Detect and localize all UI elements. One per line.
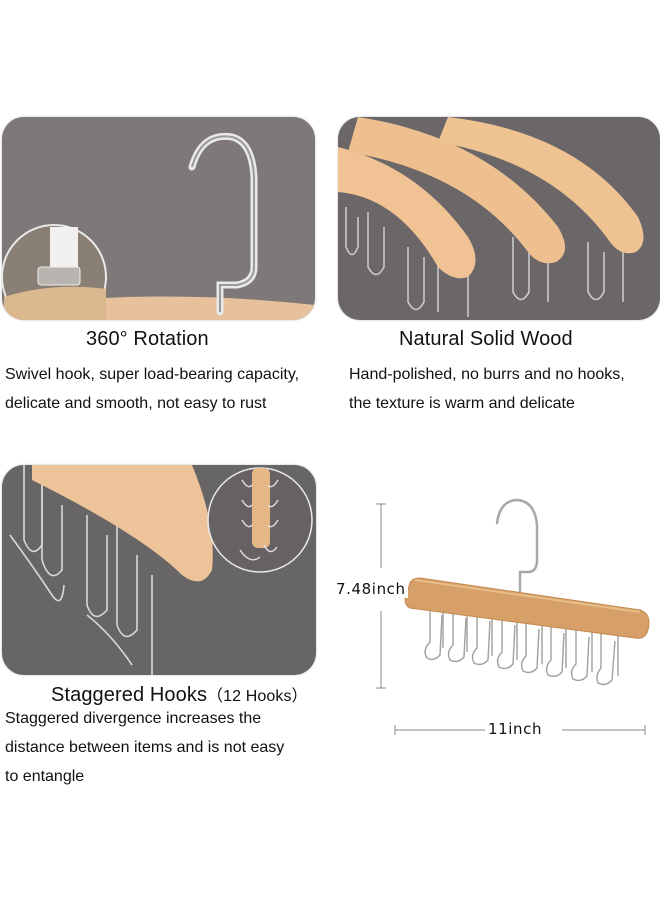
feature-title-wood: Natural Solid Wood <box>399 328 573 350</box>
feature-title-hooks: Staggered Hooks（12 Hooks） <box>51 682 308 707</box>
desc-line: Staggered divergence increases the <box>5 710 262 727</box>
feature-title-rotation: 360° Rotation <box>86 328 209 350</box>
desc-line: the texture is warm and delicate <box>349 395 575 412</box>
hook-count: （12 Hooks） <box>207 688 308 705</box>
product-dimension-drawing <box>376 498 650 735</box>
feature-desc-wood: Hand-polished, no burrs and no hooks, th… <box>349 360 625 418</box>
wood-bars-illustration <box>338 117 644 317</box>
feature-desc-hooks: Staggered divergence increases the dista… <box>5 704 284 791</box>
height-dimension-label: 7.48inch <box>334 580 408 598</box>
feature-image-solid-wood <box>338 117 660 320</box>
desc-line: to entangle <box>5 768 85 785</box>
feature-desc-rotation: Swivel hook, super load-bearing capacity… <box>5 360 299 418</box>
swivel-hook-illustration <box>2 132 315 320</box>
desc-line: delicate and smooth, not easy to rust <box>5 395 267 412</box>
desc-line: Swivel hook, super load-bearing capacity… <box>5 366 300 383</box>
desc-line: Hand-polished, no burrs and no hooks, <box>349 366 625 383</box>
hanger-hook-icon <box>495 498 539 594</box>
hooks-row <box>424 607 619 686</box>
desc-line: distance between items and is not easy <box>5 739 285 756</box>
feature-image-staggered-hooks <box>2 465 316 675</box>
feature-image-swivel-hook <box>2 117 315 320</box>
wooden-bar <box>404 577 650 639</box>
staggered-hooks-illustration <box>9 465 313 675</box>
width-dimension-label: 11inch <box>486 720 545 738</box>
title-main: Staggered Hooks <box>51 684 208 706</box>
